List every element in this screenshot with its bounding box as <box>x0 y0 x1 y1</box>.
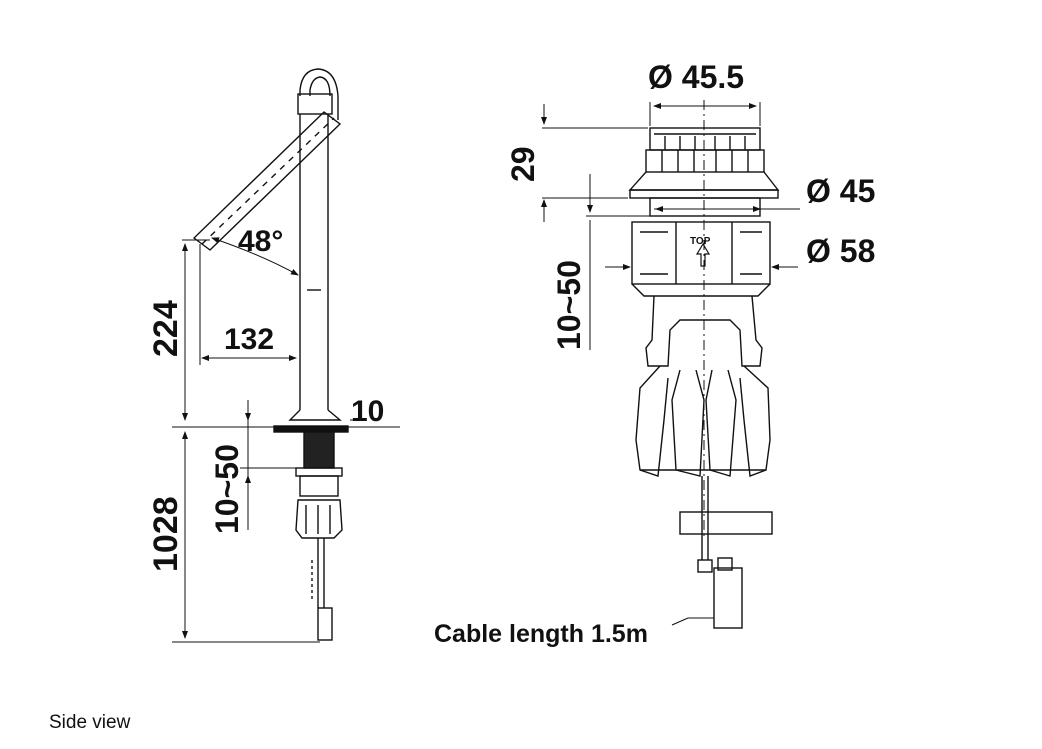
lower-housing <box>635 295 771 477</box>
threaded-shank <box>303 431 335 469</box>
side-deck-range-label: 10~50 <box>209 444 245 534</box>
detail-dimensions <box>541 102 800 626</box>
height-224-label: 224 <box>147 300 185 357</box>
view-caption: Side view <box>49 712 131 733</box>
top-diameter-label: Ø 45.5 <box>648 59 744 95</box>
deck-plate <box>273 425 349 433</box>
side-view <box>172 68 400 643</box>
spout <box>192 111 342 251</box>
top-mark-label: TOP <box>690 236 711 247</box>
reach-132-label: 132 <box>224 323 274 356</box>
mid-diameter-label: Ø 45 <box>806 173 875 209</box>
body-diameter-label: Ø 58 <box>806 233 875 269</box>
angle-label: 48° <box>238 225 283 258</box>
mounting-nut <box>295 467 343 539</box>
detail-deck-range-label: 10~50 <box>551 260 587 350</box>
up-arrow-icon <box>695 242 711 267</box>
cable <box>679 476 773 629</box>
side-dimensions <box>172 237 400 643</box>
detail-view <box>541 100 800 629</box>
hose-1028-label: 1028 <box>147 496 185 572</box>
cap-height-29-label: 29 <box>505 146 541 182</box>
hoses <box>311 538 333 641</box>
base-10-label: 10 <box>351 395 384 428</box>
cable-length-label: Cable length 1.5m <box>434 620 648 648</box>
main-body <box>631 221 771 297</box>
